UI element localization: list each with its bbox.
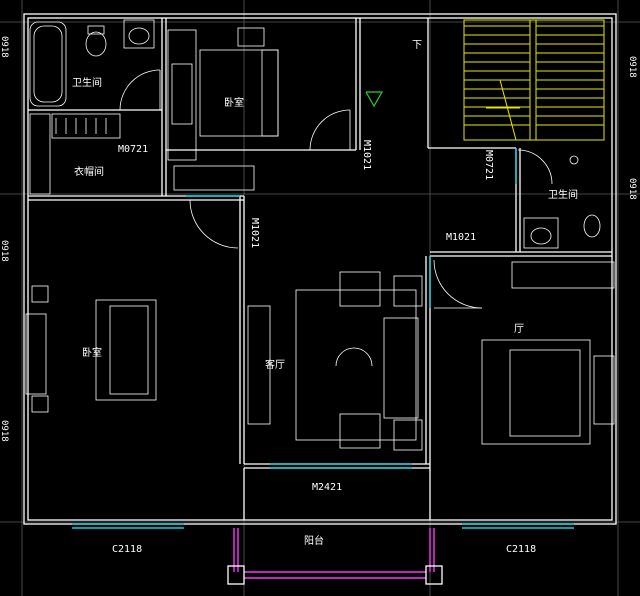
- edge-dim-right-top: 0918: [627, 56, 637, 78]
- door-label-m2421: M2421: [312, 482, 342, 493]
- room-label-bedroom-top: 卧室: [224, 96, 244, 109]
- door-label-m0721-right: M0721: [483, 150, 494, 180]
- window-label-c2118-right: C2118: [506, 544, 536, 555]
- room-label-wardrobe: 衣帽间: [74, 165, 104, 178]
- door-label-m1021-horizontal: M1021: [446, 232, 476, 243]
- openings: [72, 148, 574, 529]
- window-label-c2118-left: C2118: [112, 544, 142, 555]
- room-label-bathroom-1: 卫生间: [72, 76, 102, 89]
- door-label-m1021-top: M1021: [361, 140, 372, 170]
- door-label-m1021-mid: M1021: [249, 218, 260, 248]
- door-label-m0721-left: M0721: [118, 144, 148, 155]
- room-label-bathroom-2: 卫生间: [548, 188, 578, 201]
- room-label-bedroom-left: 卧室: [82, 346, 102, 359]
- living-room-furniture: [247, 271, 423, 451]
- exterior-walls: [23, 13, 617, 525]
- right-bedroom-furniture: [481, 261, 615, 445]
- door-swings: [119, 69, 553, 309]
- room-label-bedroom-right: 厅: [514, 324, 524, 335]
- interior-walls: [28, 18, 612, 520]
- edge-dim-left-top: 0918: [0, 36, 9, 58]
- staircase: [463, 19, 605, 141]
- stair-marker: [365, 91, 384, 108]
- edge-dim-left-mid: 0918: [0, 240, 9, 262]
- balcony-railing: [227, 528, 443, 585]
- left-bedroom-furniture: [25, 285, 157, 413]
- stair-direction-label: 下: [412, 40, 422, 51]
- room-label-balcony: 阳台: [304, 534, 324, 547]
- top-bedroom-furniture: [167, 27, 279, 191]
- wardrobe-shelving: [29, 113, 121, 195]
- right-bathroom-fixtures: [523, 155, 601, 249]
- room-label-living-room: 客厅: [265, 358, 285, 371]
- bathroom-1-fixtures: [29, 19, 155, 107]
- edge-dim-right-mid: 0918: [627, 178, 637, 200]
- edge-dim-left-bottom: 0918: [0, 420, 9, 442]
